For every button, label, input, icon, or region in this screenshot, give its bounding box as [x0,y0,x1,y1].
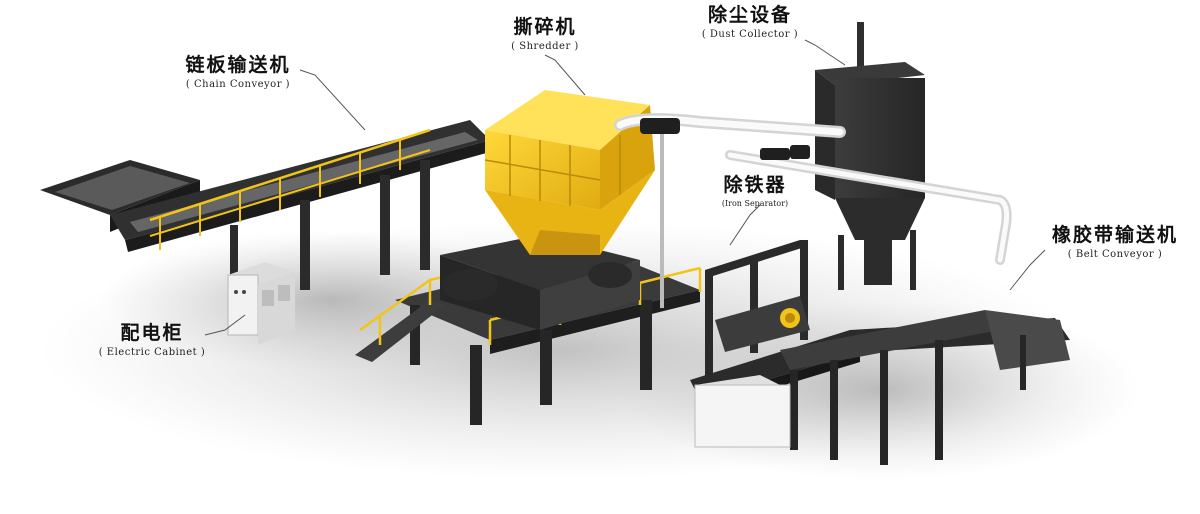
label-electric-cabinet-zh: 配电柜 [120,322,184,344]
electric-cabinet [227,262,295,345]
label-chain-conveyor-en: ( Chain Conveyor ) [185,79,291,90]
belt-conveyor [690,310,1070,465]
shredder-platform [355,235,702,425]
label-chain-conveyor-zh: 链板输送机 [185,54,291,76]
label-dust-collector-en: ( Dust Collector ) [701,29,799,40]
label-dust-collector: 除尘设备 ( Dust Collector ) [690,0,810,40]
label-shredder: 撕碎机 ( Shredder ) [480,12,610,52]
label-belt-conveyor: 橡胶带输送机 ( Belt Conveyor ) [1040,220,1190,260]
label-belt-conveyor-en: ( Belt Conveyor ) [1067,249,1163,260]
label-electric-cabinet: 配电柜 ( Electric Cabinet ) [92,318,212,358]
label-dust-collector-zh: 除尘设备 [707,4,792,26]
chain-conveyor [40,120,490,290]
label-iron-separator-en: (Iron Separator) [721,199,789,208]
label-chain-conveyor: 链板输送机 ( Chain Conveyor ) [168,50,308,90]
dust-ducts [614,113,1012,308]
label-iron-separator-zh: 除铁器 [723,174,787,196]
label-shredder-en: ( Shredder ) [511,41,579,52]
shredder-hopper [484,90,655,255]
label-shredder-zh: 撕碎机 [513,16,577,38]
label-iron-separator: 除铁器 (Iron Separator) [705,170,805,208]
callout-lines [204,39,1046,336]
label-belt-conveyor-zh: 橡胶带输送机 [1051,224,1178,246]
iron-separator [705,240,810,380]
label-electric-cabinet-en: ( Electric Cabinet ) [98,347,206,358]
